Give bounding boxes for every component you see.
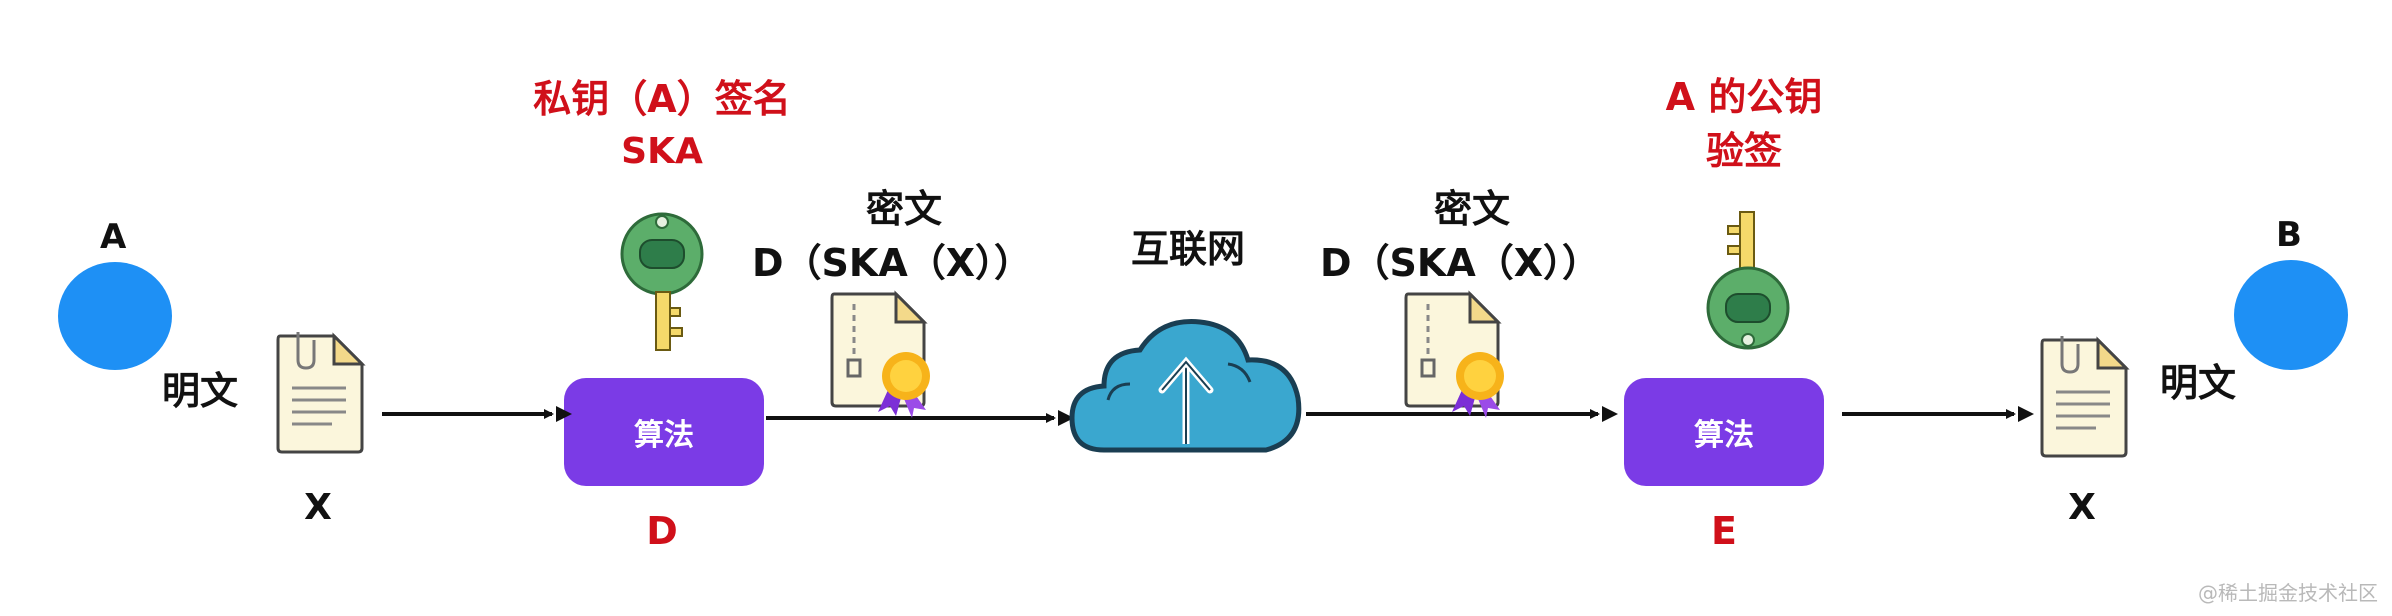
document-icon — [2040, 336, 2130, 458]
cloud-upload-icon — [1069, 319, 1302, 453]
watermark: @稀土掘金技术社区 — [2198, 581, 2378, 605]
node-b-label: B — [2276, 215, 2302, 255]
cipher-left-title: 密文 — [865, 187, 943, 231]
verify-algorithm-label: 算法 — [1694, 418, 1754, 453]
left-x-label: X — [304, 487, 332, 528]
signed-document-icon — [830, 290, 930, 418]
sign-algorithm-label: 算法 — [634, 418, 694, 453]
signed-document-icon — [1404, 290, 1504, 418]
sign-algorithm-name: D — [646, 509, 678, 553]
cipher-right-title: 密文 — [1433, 187, 1511, 231]
node-b — [2234, 260, 2348, 370]
right-x-label: X — [2068, 487, 2096, 528]
verify-key-subtitle: 验签 — [1705, 129, 1783, 173]
right-plaintext-label: 明文 — [2160, 361, 2237, 405]
internet-label: 互联网 — [1130, 227, 1246, 271]
left-plaintext-label: 明文 — [162, 369, 239, 413]
private-key-icon — [620, 212, 704, 351]
public-key-icon — [1706, 211, 1790, 350]
verify-algorithm-name: E — [1711, 509, 1737, 553]
node-a — [58, 262, 172, 370]
cipher-right-formula: D（SKA（X）） — [1319, 241, 1601, 285]
document-icon — [276, 332, 366, 454]
node-a-label: A — [100, 217, 127, 257]
sign-key-subtitle: SKA — [621, 131, 703, 172]
verify-algorithm-box: 算法 — [1624, 378, 1824, 486]
sign-algorithm-box: 算法 — [564, 378, 764, 486]
cipher-left-formula: D（SKA（X）） — [751, 241, 1033, 285]
verify-key-title: A 的公钥 — [1665, 75, 1823, 119]
sign-key-title: 私钥（A）签名 — [533, 77, 791, 121]
